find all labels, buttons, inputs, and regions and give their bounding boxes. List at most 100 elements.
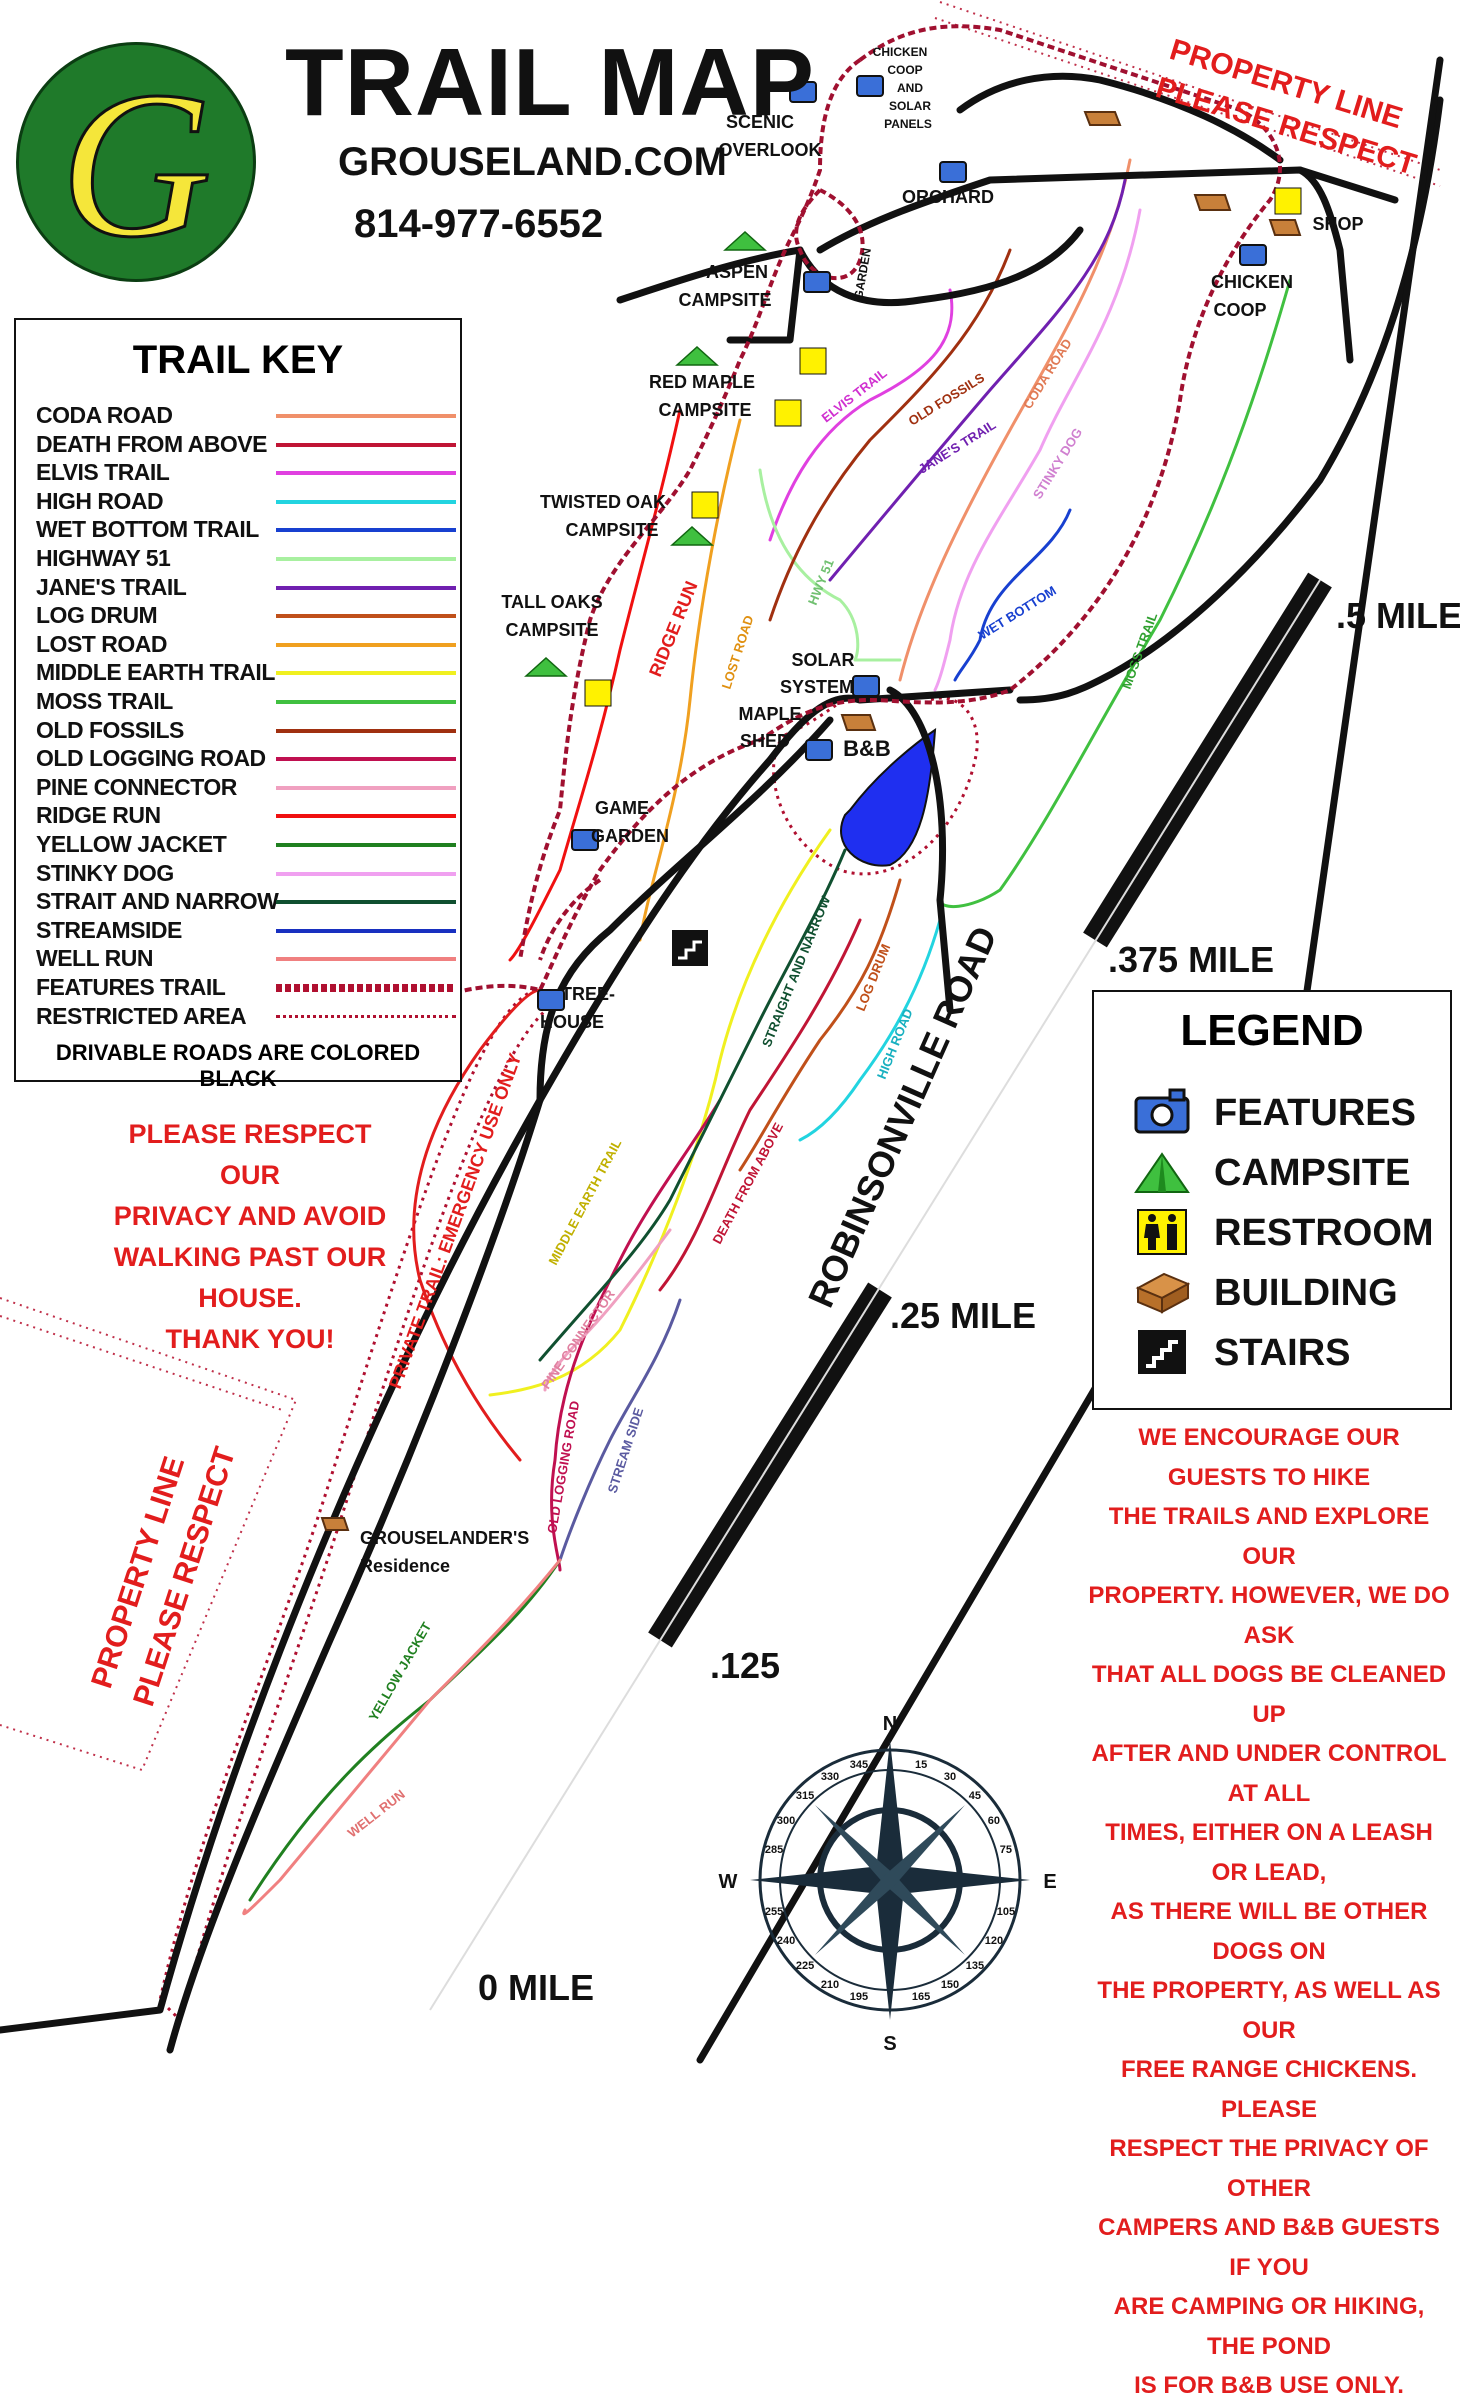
- compass-degree-label: 210: [821, 1979, 839, 1991]
- compass-degree-label: 195: [850, 1991, 868, 2003]
- trail-key-row: PINE CONNECTOR: [36, 774, 456, 802]
- trail-key-row: OLD FOSSILS: [36, 717, 456, 745]
- trail-key-label: MIDDLE EARTH TRAIL: [36, 659, 275, 686]
- guest-notice-line: AS THERE WILL BE OTHER DOGS ON: [1110, 1898, 1428, 1965]
- trail-key-label: YELLOW JACKET: [36, 831, 227, 857]
- trail-key-label: HIGH ROAD: [36, 487, 164, 514]
- trail-key-label: STRAIT AND NARROW: [36, 888, 279, 915]
- guest-notice-line: AFTER AND UNDER CONTROL AT ALL: [1091, 1740, 1447, 1807]
- label-maple-shed: SHED: [740, 731, 790, 751]
- trail-key-swatch: [276, 871, 456, 876]
- trail-key-swatch: [276, 957, 456, 962]
- trail-key-label: OLD FOSSILS: [36, 716, 184, 743]
- trail-label-death: DEATH FROM ABOVE: [709, 1120, 786, 1247]
- trail-key-row: MOSS TRAIL: [36, 688, 456, 716]
- label-orchard: ORCHARD: [902, 187, 994, 207]
- compass-degree-label: 120: [985, 1935, 1003, 1947]
- legend: LEGEND FEATURES CAMPSITE RESTROOM BUILDI…: [1092, 990, 1452, 1410]
- property-notice-top: PROPERTY LINE PLEASE RESPECT: [1152, 33, 1420, 182]
- trail-key-row: OLD LOGGING ROAD: [36, 745, 456, 773]
- trail-key-label: WELL RUN: [36, 945, 153, 972]
- trail-label-straight: STRAIGHT AND NARROW: [759, 893, 834, 1049]
- label-house: HOUSE: [540, 1012, 604, 1032]
- label-twistedoak: TWISTED OAK: [540, 492, 666, 512]
- scale-375: .375 MILE: [1108, 939, 1274, 980]
- scale-labels: 0 MILE .125 .25 MILE .375 MILE .5 MILE: [478, 595, 1460, 2008]
- compass-w: W: [719, 1871, 738, 1893]
- compass-degree-label: 135: [966, 1960, 984, 1972]
- phone-number[interactable]: 814-977-6552: [354, 202, 604, 246]
- label-residence-1: GROUSELANDER'S: [360, 1528, 529, 1548]
- scale-125: .125: [710, 1645, 780, 1686]
- property-notice-left: PROPERTY LINE PLEASE RESPECT: [85, 1443, 242, 1710]
- label-chicken: CHICKEN: [1211, 272, 1293, 292]
- label-talloaks-campsite: CAMPSITE: [505, 620, 598, 640]
- trail-label-lostroad: LOST ROAD: [719, 613, 757, 690]
- trail-map: N S E W 15304560751051201351501651952102…: [0, 1, 1460, 2064]
- building-icon: [320, 1517, 350, 1531]
- compass-degree-label: 225: [796, 1960, 814, 1972]
- compass-degree-label: 30: [944, 1771, 956, 1783]
- trail-label-janes: JANE'S TRAIL: [916, 417, 999, 477]
- trail-label-stinky: STINKY DOG: [1030, 425, 1085, 501]
- legend-row: BUILDING: [1134, 1264, 1444, 1320]
- compass-degree-label: 105: [997, 1906, 1015, 1918]
- place-labels: SCENIC OVERLOOK CHICKEN COOP AND SOLAR P…: [360, 45, 1364, 1576]
- website-link[interactable]: GROUSELAND.COM: [338, 140, 727, 184]
- privacy-line: HOUSE.: [198, 1283, 302, 1313]
- label-coop: COOP: [1213, 300, 1266, 320]
- label-redmaple-campsite: CAMPSITE: [658, 400, 751, 420]
- trail-key-swatch: [276, 785, 456, 790]
- trail-key-row: MIDDLE EARTH TRAIL: [36, 659, 456, 687]
- trail-key-row: WELL RUN: [36, 945, 456, 973]
- guest-notice-line: ARE CAMPING OR HIKING, THE POND: [1113, 2293, 1425, 2360]
- trail-key-label: STREAMSIDE: [36, 916, 182, 943]
- trail-key-label: OLD LOGGING ROAD: [36, 745, 266, 772]
- compass-degree-label: 345: [850, 1759, 868, 1771]
- trail-key-label: LOG DRUM: [36, 602, 158, 629]
- label-coop-5: PANELS: [884, 117, 932, 131]
- compass-degree-label: 315: [796, 1790, 814, 1802]
- legend-row: STAIRS: [1134, 1324, 1444, 1380]
- label-solar: SOLAR: [792, 650, 855, 670]
- restroom-markers: [584, 187, 1302, 707]
- trails: [242, 158, 1292, 1916]
- trail-key-swatch: [276, 528, 456, 533]
- trail-key-label: PINE CONNECTOR: [36, 773, 237, 800]
- compass-degrees: 1530456075105120135150165195210225240255…: [765, 1759, 1015, 2003]
- logo: G: [16, 42, 256, 283]
- label-shop: SHOP: [1312, 214, 1363, 234]
- trail-label-streamside: STREAM SIDE: [605, 1405, 647, 1494]
- guest-notice-line: IS FOR B&B USE ONLY.: [1134, 2372, 1404, 2399]
- trail-label-middleearth: MIDDLE EARTH TRAIL: [545, 1137, 624, 1268]
- compass-degree-label: 255: [765, 1906, 783, 1918]
- tent-icon: [1134, 1152, 1190, 1193]
- building-icon: [840, 714, 877, 731]
- legend-row: RESTROOM: [1134, 1204, 1444, 1260]
- trail-key-row: LOST ROAD: [36, 631, 456, 659]
- camera-icon: [537, 989, 565, 1011]
- building-icon: [1193, 194, 1232, 211]
- privacy-notice: PLEASE RESPECT OUR PRIVACY AND AVOID WAL…: [100, 1114, 400, 1360]
- trail-key-swatch: [276, 928, 456, 933]
- label-coop-4: SOLAR: [889, 99, 931, 113]
- tent-icon: [675, 345, 719, 366]
- legend-label: BUILDING: [1214, 1272, 1398, 1314]
- label-solar-system: SYSTEM: [780, 677, 854, 697]
- pond: [840, 728, 937, 867]
- trail-key-label: HIGHWAY 51: [36, 545, 171, 571]
- label-coop-1: CHICKEN: [873, 45, 928, 59]
- compass-degree-label: 165: [912, 1991, 930, 2003]
- trail-label-wellrun: WELL RUN: [345, 1786, 408, 1840]
- scale-25: .25 MILE: [890, 1295, 1036, 1336]
- trail-key-row: FEATURES TRAIL: [36, 974, 456, 1002]
- stairs-icon: [1138, 1330, 1186, 1374]
- guest-notice-line: WE ENCOURAGE OUR GUESTS TO HIKE: [1138, 1424, 1400, 1491]
- label-talloaks: TALL OAKS: [501, 592, 602, 612]
- label-game: GAME: [595, 798, 649, 818]
- logo-letter: G: [59, 48, 214, 283]
- trail-key-label: ELVIS TRAIL: [36, 459, 170, 486]
- trail-label-oldfossils: OLD FOSSILS: [906, 370, 988, 429]
